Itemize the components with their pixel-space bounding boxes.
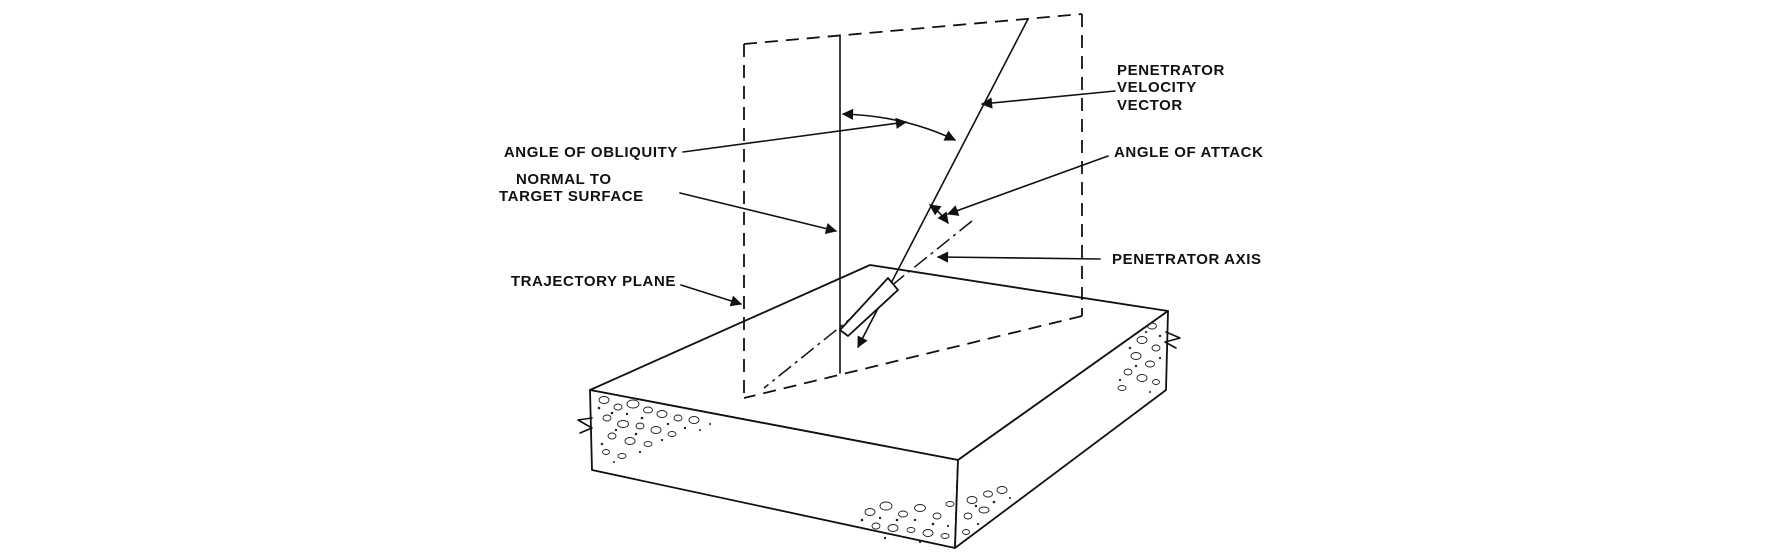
aggregate-texture-left (597, 396, 711, 463)
aggregate-texture-front (860, 486, 1011, 544)
label-normal-to-target-surface-2: TARGET SURFACE (499, 188, 644, 205)
attack-arc (929, 204, 949, 224)
labels: PENETRATOR VELOCITY VECTOR ANGLE OF OBLI… (499, 62, 1264, 290)
label-normal-to-target-surface-1: NORMAL TO (516, 171, 612, 188)
label-penetrator-velocity-vector-1: PENETRATOR (1117, 62, 1225, 79)
label-angle-of-attack: ANGLE OF ATTACK (1114, 144, 1264, 161)
label-trajectory-plane: TRAJECTORY PLANE (511, 273, 676, 290)
break-mark-right (1164, 331, 1181, 349)
penetrator-axis-line (763, 220, 973, 389)
break-mark-left (577, 417, 593, 434)
label-penetrator-velocity-vector-2: VELOCITY (1117, 79, 1197, 96)
leader-lines (679, 90, 1116, 307)
slab-right-face (954, 310, 1169, 549)
penetrator-body (839, 277, 899, 337)
label-angle-of-obliquity: ANGLE OF OBLIQUITY (504, 144, 678, 161)
label-penetrator-axis: PENETRATOR AXIS (1112, 251, 1262, 268)
obliquity-arc (841, 108, 957, 141)
label-penetrator-velocity-vector-3: VECTOR (1117, 97, 1183, 114)
aggregate-texture-right (1117, 322, 1162, 393)
target-slab (577, 264, 1181, 549)
